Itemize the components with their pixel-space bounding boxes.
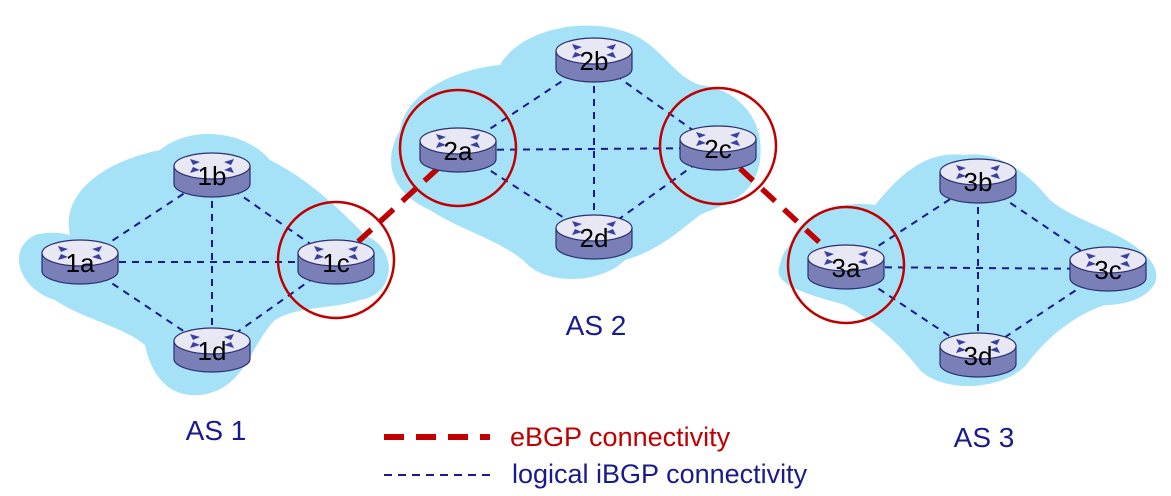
router-arrows-icon xyxy=(190,159,234,173)
router-2b[interactable]: 2b xyxy=(555,37,633,83)
router-1d-label: 1d xyxy=(198,336,227,366)
router-top xyxy=(555,214,633,242)
router-top xyxy=(41,239,119,267)
router-top xyxy=(679,125,757,153)
router-arrows-icon xyxy=(696,132,740,146)
legend-ibgp-label: logical iBGP connectivity xyxy=(512,459,808,489)
as1-cloud xyxy=(18,133,389,396)
ibgp-link-3a-3c xyxy=(845,266,1109,270)
router-top xyxy=(939,332,1017,360)
router-3d[interactable]: 3d xyxy=(939,332,1017,378)
router-3a-label: 3a xyxy=(832,253,861,283)
router-arrows-icon xyxy=(436,134,480,148)
router-3a[interactable]: 3a xyxy=(807,244,885,290)
router-top xyxy=(555,37,633,65)
gateway-circle-3a xyxy=(786,205,906,325)
router-arrows-icon xyxy=(956,165,1000,179)
router-top xyxy=(939,158,1017,186)
legend-ebgp-label: eBGP connectivity xyxy=(510,422,731,452)
gateway-highlights xyxy=(276,86,906,325)
as2-label: AS 2 xyxy=(566,310,627,341)
router-arrows-icon xyxy=(314,246,358,260)
as1-label: AS 1 xyxy=(186,415,247,446)
router-arrows-icon xyxy=(58,246,102,260)
gateway-circle-2c xyxy=(658,86,778,206)
router-arrows-icon xyxy=(956,339,1000,353)
ibgp-link-2a-2c xyxy=(457,147,719,151)
router-1b-label: 1b xyxy=(198,161,227,191)
legend: eBGP connectivity logical iBGP connectiv… xyxy=(384,422,808,489)
router-top xyxy=(173,152,251,180)
router-2b-label: 2b xyxy=(580,46,609,76)
router-arrows-icon xyxy=(572,44,616,58)
router-1c[interactable]: 1c xyxy=(297,239,375,285)
router-top xyxy=(1069,246,1147,274)
gateway-circle-1c xyxy=(276,200,396,320)
router-top xyxy=(173,327,251,355)
router-1a-label: 1a xyxy=(66,248,95,278)
router-top xyxy=(419,127,497,155)
router-arrows-icon xyxy=(824,251,868,265)
router-2a[interactable]: 2a xyxy=(419,127,497,173)
router-top xyxy=(297,239,375,267)
router-1b[interactable]: 1b xyxy=(173,152,251,198)
router-2c-label: 2c xyxy=(704,134,731,164)
router-2c[interactable]: 2c xyxy=(679,125,757,171)
router-2a-label: 2a xyxy=(444,136,473,166)
router-1a[interactable]: 1a xyxy=(41,239,119,285)
router-3b[interactable]: 3b xyxy=(939,158,1017,204)
router-3d-label: 3d xyxy=(964,341,993,371)
gateway-circle-2a xyxy=(398,88,518,208)
as2-cloud xyxy=(391,25,761,280)
router-2d-label: 2d xyxy=(580,223,609,253)
routers: 1a 1b 1c 1d 2a 2b 2c 2d 3a 3b 3c 3d xyxy=(41,37,1147,378)
router-2d[interactable]: 2d xyxy=(555,214,633,260)
as3-label: AS 3 xyxy=(954,422,1015,453)
router-top xyxy=(807,244,885,272)
router-3c-label: 3c xyxy=(1094,255,1121,285)
router-arrows-icon xyxy=(1086,253,1130,267)
router-arrows-icon xyxy=(190,334,234,348)
router-1c-label: 1c xyxy=(322,248,349,278)
router-arrows-icon xyxy=(572,221,616,235)
router-3b-label: 3b xyxy=(964,167,993,197)
router-1d[interactable]: 1d xyxy=(173,327,251,373)
router-3c[interactable]: 3c xyxy=(1069,246,1147,292)
